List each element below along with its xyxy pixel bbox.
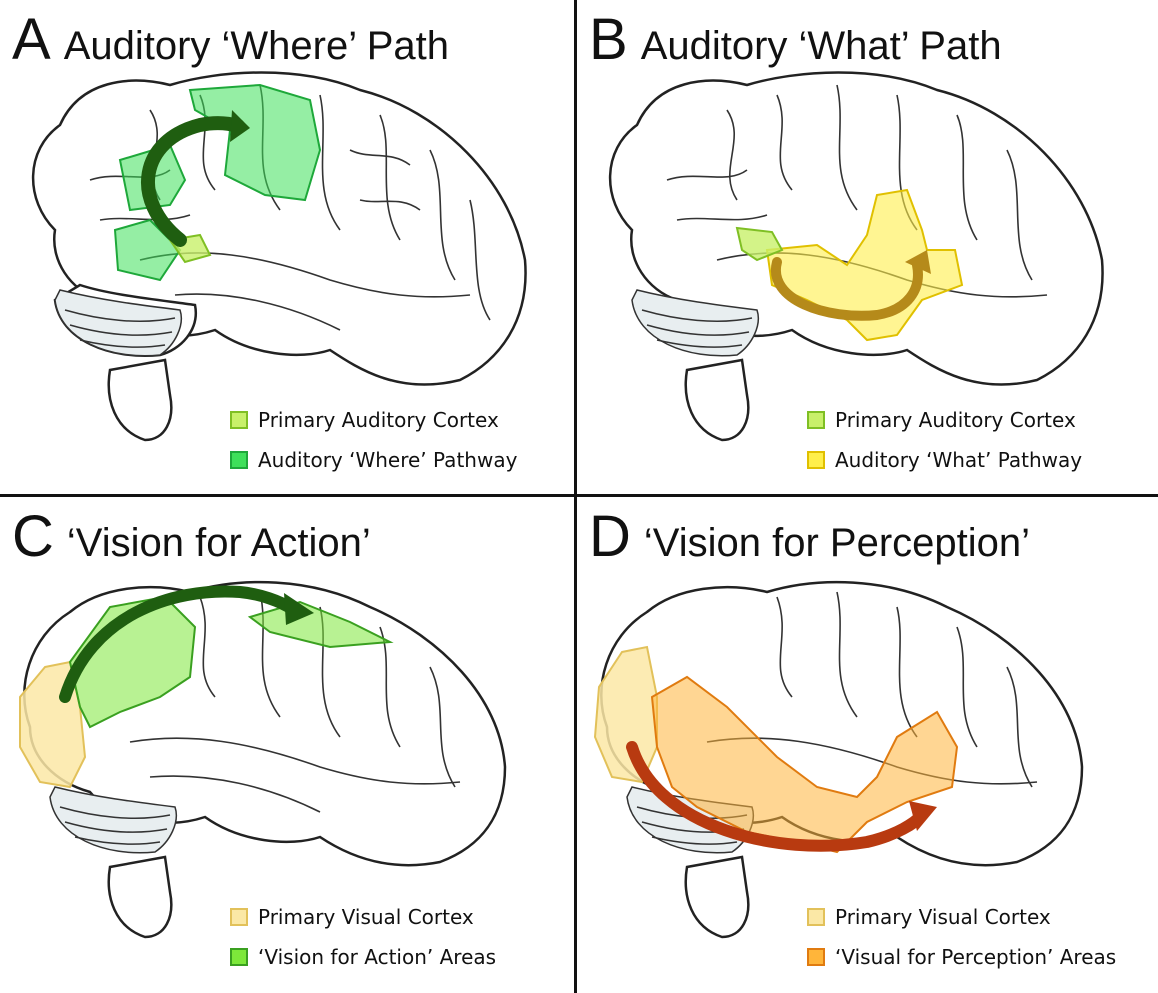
- where-arrowhead: [230, 110, 250, 142]
- panel-letter: B: [589, 7, 628, 72]
- gyri: [129, 591, 461, 813]
- legend-swatch: [807, 451, 825, 469]
- legend-label: ‘Vision for Action’ Areas: [258, 945, 497, 969]
- legend: Primary Visual Cortex ‘Vision for Action…: [230, 897, 496, 977]
- legend-item: Auditory ‘What’ Pathway: [807, 440, 1082, 480]
- legend-swatch: [230, 451, 248, 469]
- brain-diagram-a: [31, 71, 527, 442]
- legend-item: ‘Visual for Perception’ Areas: [807, 937, 1116, 977]
- legend-label: Primary Auditory Cortex: [835, 408, 1076, 432]
- legend-swatch: [807, 908, 825, 926]
- legend-swatch: [230, 908, 248, 926]
- panel-title: Auditory ‘What’ Path: [640, 24, 1002, 68]
- legend-label: Primary Auditory Cortex: [258, 408, 499, 432]
- legend: Primary Visual Cortex ‘Visual for Percep…: [807, 897, 1116, 977]
- legend: Primary Auditory Cortex Auditory ‘Where’…: [230, 400, 517, 480]
- legend-swatch: [807, 411, 825, 429]
- what-arrow: [770, 257, 923, 321]
- panel-c: C ‘Vision for Action’ Primary Visual Cort…: [0, 497, 574, 991]
- legend-item: ‘Vision for Action’ Areas: [230, 937, 496, 977]
- perception-arrowhead: [909, 801, 937, 831]
- legend-swatch: [230, 411, 248, 429]
- primary-visual-region: [593, 645, 658, 784]
- legend-label: ‘Visual for Perception’ Areas: [835, 945, 1117, 969]
- what-arrowhead: [905, 250, 931, 274]
- legend-item: Auditory ‘Where’ Pathway: [230, 440, 517, 480]
- legend-item: Primary Auditory Cortex: [807, 400, 1082, 440]
- panel-d: D ‘Vision for Perception’ Primary Visual …: [577, 497, 1151, 991]
- perception-arrow: [626, 741, 928, 852]
- legend-label: Auditory ‘What’ Pathway: [835, 448, 1083, 472]
- where-arrow: [141, 116, 245, 247]
- panel-title: ‘Vision for Perception’: [643, 521, 1031, 565]
- legend-label: Primary Visual Cortex: [258, 905, 474, 929]
- action-arrow: [59, 585, 298, 703]
- panel-letter: A: [12, 7, 51, 72]
- horizontal-divider: [0, 494, 1158, 497]
- panel-letter: C: [12, 504, 54, 569]
- brain-diagram-d: [593, 580, 1084, 939]
- legend-label: Primary Visual Cortex: [835, 905, 1051, 929]
- legend-label: Auditory ‘Where’ Pathway: [258, 448, 518, 472]
- legend-swatch: [230, 948, 248, 966]
- cerebellum: [631, 289, 759, 357]
- cerebellum: [49, 786, 177, 854]
- primary-auditory-region: [735, 226, 784, 262]
- legend-item: Primary Visual Cortex: [807, 897, 1116, 937]
- panel-title: ‘Vision for Action’: [66, 521, 371, 565]
- cerebellum: [54, 289, 182, 357]
- legend-swatch: [807, 948, 825, 966]
- legend-item: Primary Auditory Cortex: [230, 400, 517, 440]
- panel-title: Auditory ‘Where’ Path: [63, 24, 450, 68]
- legend: Primary Auditory Cortex Auditory ‘What’ …: [807, 400, 1082, 480]
- brain-diagram-c: [19, 580, 507, 939]
- panel-a: A Auditory ‘Where’ Path Primary Auditory …: [0, 0, 574, 494]
- panel-letter: D: [589, 504, 631, 569]
- legend-item: Primary Visual Cortex: [230, 897, 496, 937]
- action-arrowhead: [284, 593, 314, 625]
- brain-diagram-b: [608, 71, 1104, 442]
- perception-areas-region: [650, 675, 959, 854]
- panel-b: B Auditory ‘What’ Path Primary Auditory C…: [577, 0, 1151, 494]
- action-areas-region: [68, 595, 394, 729]
